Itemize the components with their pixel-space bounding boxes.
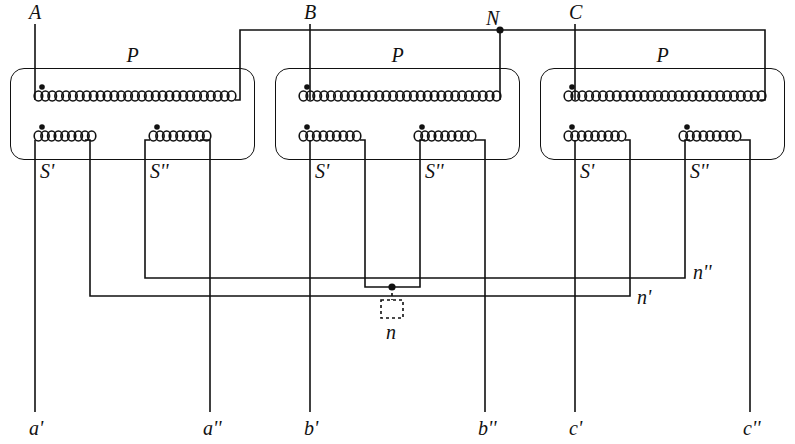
transformer-box: P xyxy=(275,68,520,160)
polarity-dot xyxy=(39,84,45,90)
wire xyxy=(145,140,690,278)
phase-terminal: C xyxy=(569,2,582,22)
wire xyxy=(574,24,576,100)
phase-terminal: A xyxy=(29,2,41,22)
polarity-dot xyxy=(419,124,425,130)
wire xyxy=(200,140,210,412)
wire xyxy=(740,140,750,412)
wire xyxy=(475,140,485,412)
wire xyxy=(499,30,501,100)
secondary-terminal: b' xyxy=(304,418,318,438)
winding-label: P xyxy=(391,45,403,65)
secondary-terminal: a' xyxy=(29,418,43,438)
winding-label: P xyxy=(126,45,138,65)
dashed-lead xyxy=(391,287,393,300)
neutral-label: n'' xyxy=(693,262,712,282)
winding-label: S' xyxy=(580,161,594,181)
wire xyxy=(360,140,425,287)
winding-label: S'' xyxy=(150,161,169,181)
polarity-dot xyxy=(569,124,575,130)
coil-turn xyxy=(203,131,211,141)
neutral-label: n xyxy=(386,322,396,342)
winding-label: S' xyxy=(315,161,329,181)
coil-turn xyxy=(227,91,236,101)
neutral-label: n' xyxy=(637,287,651,307)
wire xyxy=(309,140,311,412)
winding-label: S'' xyxy=(425,161,444,181)
polarity-dot xyxy=(304,84,310,90)
transformer-box: P xyxy=(10,68,255,160)
coil-turn xyxy=(88,131,96,141)
polarity-dot xyxy=(304,124,310,130)
wire xyxy=(85,140,630,296)
neutral-label: N xyxy=(486,8,499,28)
winding-label: P xyxy=(656,45,668,65)
secondary-terminal: c' xyxy=(569,418,582,438)
coil-turn xyxy=(353,131,361,141)
coil-turn xyxy=(733,131,741,141)
phase-terminal: B xyxy=(304,2,316,22)
wire xyxy=(309,24,311,100)
coil-windings xyxy=(34,84,766,141)
secondary-terminal: b'' xyxy=(478,418,497,438)
wire xyxy=(34,24,36,100)
polarity-dot xyxy=(39,124,45,130)
wire xyxy=(574,140,576,412)
polarity-dot xyxy=(154,124,160,130)
transformer-box: P xyxy=(540,68,785,160)
polarity-dot xyxy=(684,124,690,130)
winding-label: S'' xyxy=(690,161,709,181)
junction-dot xyxy=(497,27,503,33)
coil-turn xyxy=(757,91,766,101)
coil-turn xyxy=(492,91,501,101)
dashed-terminal xyxy=(381,300,403,318)
secondary-terminal: c'' xyxy=(743,418,760,438)
secondary-terminal: a'' xyxy=(203,418,222,438)
coil-turn xyxy=(468,131,476,141)
wire xyxy=(34,140,36,412)
coil-turn xyxy=(618,131,626,141)
wire xyxy=(235,30,765,100)
polarity-dot xyxy=(569,84,575,90)
winding-label: S' xyxy=(40,161,54,181)
